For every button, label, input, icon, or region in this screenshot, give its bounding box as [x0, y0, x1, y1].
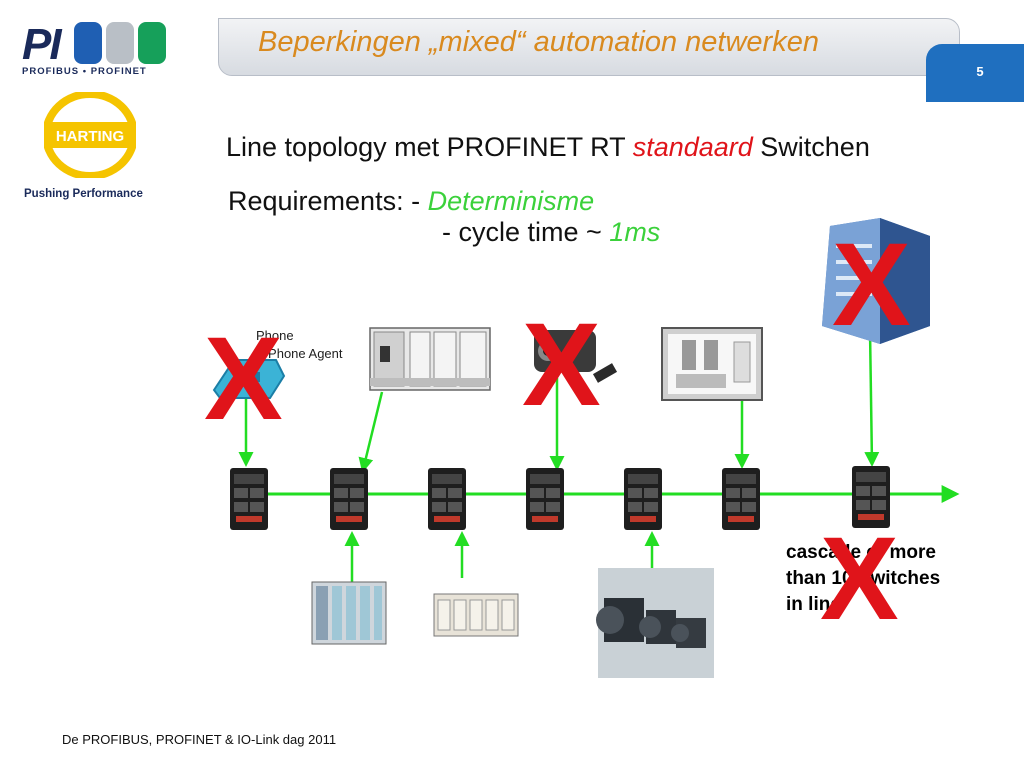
switch-2 [330, 468, 368, 530]
tagline: Pushing Performance [24, 188, 143, 200]
requirements-label: Requirements: - [228, 186, 428, 216]
switch-3 [428, 468, 466, 530]
subtitle: Line topology met PROFINET RT standaard … [226, 132, 870, 163]
requirements-line-2: - cycle time ~ 1ms [442, 217, 660, 248]
requirement-cycle-time-label: - cycle time ~ [442, 217, 610, 247]
plc-rack-icon [369, 327, 491, 391]
pi-logo-subtext: PROFIBUS • PROFINET [22, 66, 147, 77]
x-mark-phone: X [204, 313, 283, 445]
page-number: 5 [976, 64, 984, 79]
cascade-note-line-3: in line [786, 594, 841, 615]
camera-icon [534, 330, 618, 383]
switch-7 [852, 466, 890, 528]
requirement-determinism: Determinisme [427, 186, 595, 216]
servo-motors-icon [596, 568, 714, 678]
footer-text: De PROFIBUS, PROFINET & IO-Link dag 2011 [62, 732, 337, 747]
subtitle-emphasis: standaard [632, 132, 753, 162]
x-mark-building: X [832, 219, 911, 351]
harting-logo-text: HARTING [56, 128, 124, 145]
cascade-note-line-1: cascade of more [786, 542, 936, 563]
cascade-note-line-2: than 10 Switches [786, 568, 941, 589]
terminal-block-icon [433, 593, 519, 637]
connector-plc [358, 391, 384, 473]
switch-5 [624, 468, 662, 530]
subtitle-prefix: Line topology met PROFINET RT [226, 132, 633, 162]
ip-phone-label-line-2: P Phone Agent [256, 346, 343, 361]
switch-1 [230, 468, 268, 530]
ip-phone-label: Phone P Phone Agent [256, 327, 343, 363]
hmi-panel-icon [661, 327, 763, 401]
pi-logo-text: PI [22, 20, 62, 69]
connector-building [864, 329, 880, 467]
io-module-icon [311, 581, 387, 645]
slide-title: Beperkingen „mixed“ automation netwerken [258, 26, 819, 58]
switch-4 [526, 468, 564, 530]
subtitle-suffix: Switchen [752, 132, 870, 162]
ip-phone-label-line-1: Phone [256, 328, 294, 343]
harting-logo: HARTING [44, 92, 136, 178]
requirement-cycle-time-value: 1ms [609, 217, 661, 247]
ip-phone-icon [212, 359, 286, 399]
office-building-icon [822, 218, 930, 344]
cascade-note: cascade of more than 10 Switches in line [786, 540, 996, 618]
x-mark-cascade: X [820, 513, 899, 645]
requirements-line-1: Requirements: - Determinisme [228, 186, 594, 217]
page-number-tab [926, 44, 1024, 102]
title-bar [218, 18, 960, 76]
switch-6 [722, 468, 760, 530]
x-mark-camera: X [522, 299, 601, 431]
